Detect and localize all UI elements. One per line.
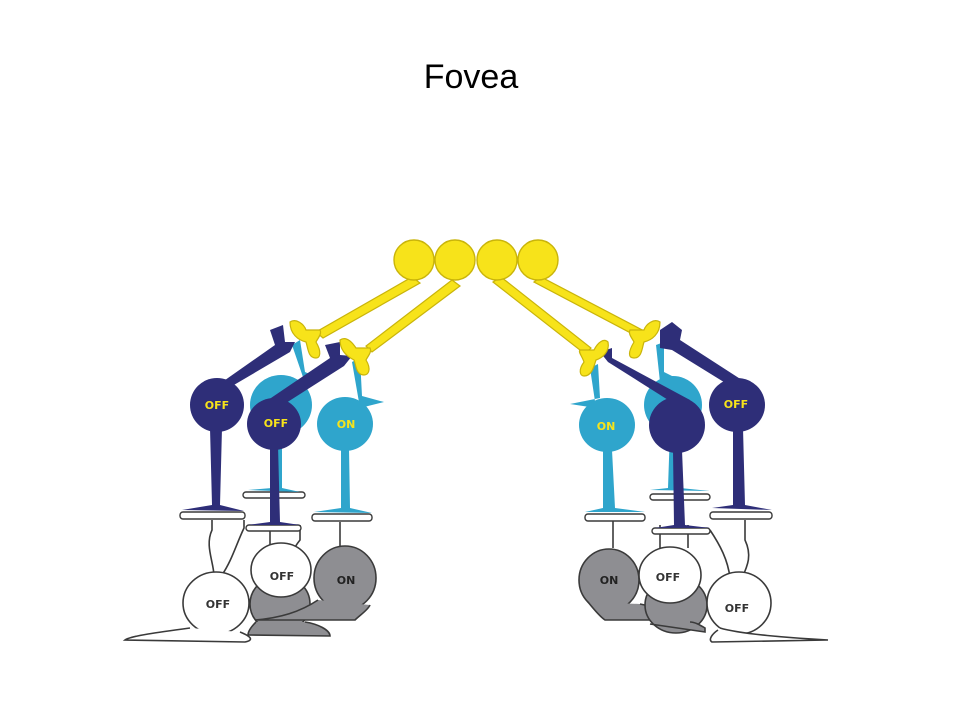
label-right-ganglion-off-1: OFF bbox=[656, 571, 680, 584]
label-right-bipolar-off: OFF bbox=[724, 398, 748, 411]
cone-2 bbox=[434, 239, 476, 281]
right-bipolar-off-front bbox=[600, 348, 710, 528]
right-ganglion-on-front bbox=[578, 520, 693, 621]
cone-4 bbox=[517, 239, 559, 281]
cone-pedicles bbox=[289, 320, 661, 377]
label-right-bipolar-on: ON bbox=[597, 420, 616, 433]
left-bipolar-off-1 bbox=[182, 325, 295, 511]
label-right-ganglion-off-2: OFF bbox=[725, 602, 749, 615]
label-left-ganglion-off-2: OFF bbox=[270, 570, 294, 583]
label-left-bipolar-on: ON bbox=[337, 418, 356, 431]
slide-title: Fovea bbox=[423, 58, 519, 96]
left-bipolar-on-front bbox=[314, 358, 384, 513]
left-ganglion-off-back bbox=[122, 520, 252, 643]
right-ganglion-off-front bbox=[638, 525, 702, 604]
cell-labels: OFF OFF ON ON OFF OFF OFF ON ON OFF OFF bbox=[205, 398, 749, 615]
left-ganglion-on-front bbox=[254, 522, 377, 621]
label-left-ganglion-on: ON bbox=[337, 574, 356, 587]
right-bipolar-off-back bbox=[660, 322, 772, 510]
left-bipolar-off-2 bbox=[247, 342, 352, 525]
right-bipolar-on-front bbox=[570, 364, 645, 512]
left-ganglion-off-front bbox=[250, 525, 312, 598]
right-ganglion-off-back bbox=[706, 520, 829, 643]
label-left-ganglion-off-1: OFF bbox=[206, 598, 230, 611]
label-left-bipolar-off-1: OFF bbox=[205, 399, 229, 412]
cone-3 bbox=[476, 239, 518, 281]
cone-axons bbox=[314, 276, 650, 355]
label-left-bipolar-off-2: OFF bbox=[264, 417, 288, 430]
cone-cell-bodies bbox=[393, 239, 559, 281]
label-right-ganglion-on: ON bbox=[600, 574, 619, 587]
cone-1 bbox=[393, 239, 435, 281]
